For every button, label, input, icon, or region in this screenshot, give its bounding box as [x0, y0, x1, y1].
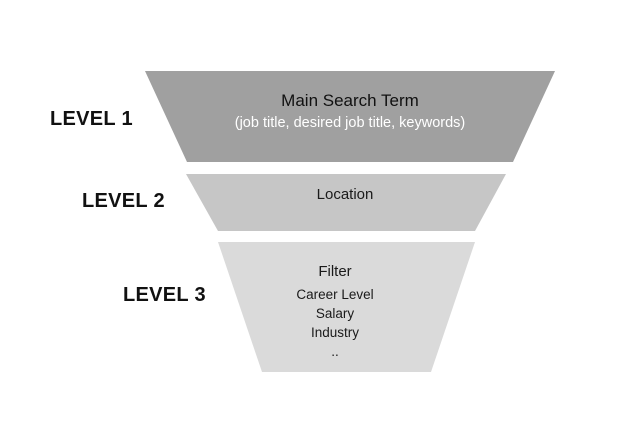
level-1-label: LEVEL 1: [50, 108, 133, 130]
funnel-stage-2: [186, 174, 506, 231]
filter-item-salary: Salary: [315, 306, 355, 321]
filter-item-career-level: Career Level: [296, 287, 374, 302]
main-search-term-subtitle: (job title, desired job title, keywords): [234, 115, 466, 131]
funnel-stage-3: [218, 242, 475, 372]
filter-title: Filter: [318, 263, 352, 280]
main-search-term-title: Main Search Term: [281, 91, 419, 110]
location-title: Location: [316, 186, 374, 203]
filter-item-industry: Industry: [310, 325, 360, 340]
level-3-label: LEVEL 3: [123, 284, 206, 306]
level-2-label: LEVEL 2: [82, 190, 165, 212]
filter-item-ellipsis: ..: [331, 344, 339, 359]
funnel-stage-1: [145, 71, 555, 162]
